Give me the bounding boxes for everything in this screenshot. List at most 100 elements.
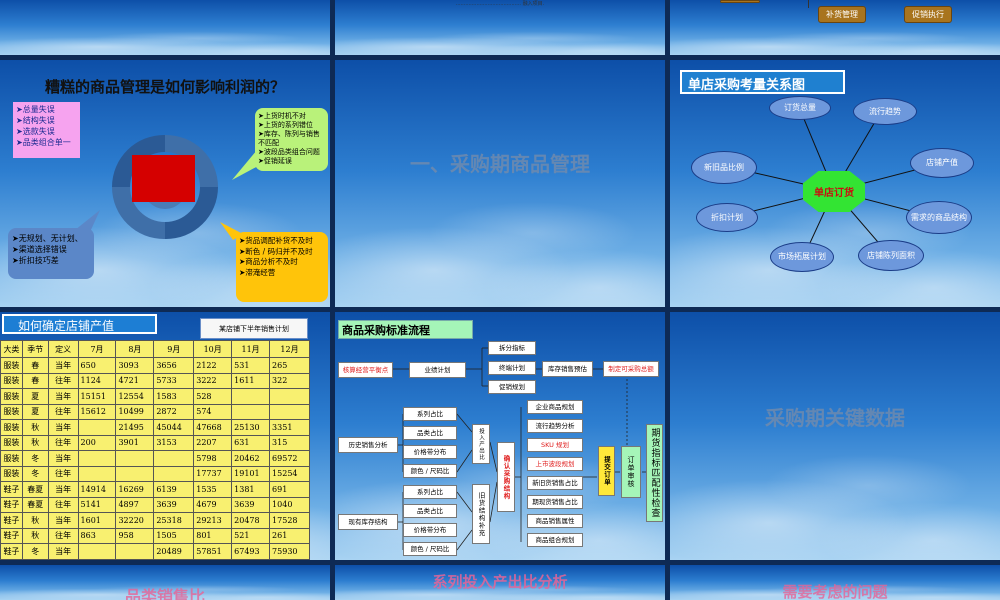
slide-thumbnail-5[interactable]: 一、采购期商品管理 — [335, 60, 665, 307]
table-caption: 某店铺下半年销售计划 — [200, 318, 308, 339]
table-cell: 3639 — [153, 496, 195, 513]
list-item: ➤选款失误 — [16, 127, 55, 136]
table-cell — [77, 419, 117, 436]
slide-thumbnail-3[interactable]: 补货管理 促销执行 — [670, 0, 1000, 55]
callout-pointer — [75, 210, 100, 232]
list-item: ➤库存、陈列与销售不匹配 — [258, 130, 320, 147]
table-cell: 1611 — [231, 372, 271, 389]
table-cell: 服装 — [0, 465, 23, 482]
slide-thumbnail-4[interactable]: 糟糕的商品管理是如何影响利润的？ ➤总量失误 ➤结构失误 ➤选款失误 ➤品类组合… — [0, 60, 330, 307]
table-cell: 25130 — [231, 419, 271, 436]
flow-box-performance-plan: 业绩计划 — [409, 362, 466, 378]
flow-box-category-share: 品类占比 — [403, 426, 457, 440]
table-cell: 1040 — [269, 496, 310, 513]
table-cell: 950 — [269, 558, 310, 560]
table-cell: 531 — [231, 357, 271, 374]
slide-thumbnail-11[interactable]: 系列投入产出比分析 — [335, 565, 665, 600]
table-cell: 45044 — [153, 419, 195, 436]
flow-box-old-goods: 旧货结构补充 — [472, 484, 490, 544]
col-header: 季节 — [21, 340, 49, 358]
slide-2-text: ........................................… — [455, 1, 545, 7]
table-cell — [231, 388, 271, 405]
table-cell: 往年 — [47, 527, 79, 544]
flow-box-inventory-forecast: 库存销售预估 — [542, 361, 593, 377]
flow-box-combo-plan: 商品组合规划 — [527, 533, 583, 547]
slide-thumbnail-9[interactable]: 采购期关键数据 — [670, 312, 1000, 560]
col-header: 7月 — [77, 340, 117, 358]
flow-box-color-size-2: 颜色 / 尺码比 — [403, 542, 457, 556]
slide-thumbnail-10[interactable]: 品类销售比 — [0, 565, 330, 600]
table-cell: 秋 — [21, 434, 49, 451]
table-cell: 冬 — [21, 543, 49, 560]
table-cell: 鞋子 — [0, 481, 23, 498]
table-cell: 往年 — [47, 403, 79, 420]
flow-box-series-share: 系列占比 — [403, 407, 457, 421]
flow-box-category-share-2: 品类占比 — [403, 504, 457, 518]
list-item: ➤品类组合单一 — [16, 138, 71, 147]
table-cell — [269, 403, 310, 420]
table-cell: 29213 — [193, 512, 233, 529]
table-cell: 650 — [77, 357, 117, 374]
table-cell: 当年 — [47, 357, 79, 374]
table-cell — [153, 450, 195, 467]
table-cell: 秋 — [21, 419, 49, 436]
node-store-output: 店铺产值 — [910, 148, 974, 178]
table-cell — [231, 403, 271, 420]
table-cell — [115, 450, 155, 467]
table-cell: 1381 — [231, 481, 271, 498]
slide-title: 单店采购考量关系图 — [680, 70, 845, 94]
flow-box-color-size: 颜色 / 尺码比 — [403, 464, 457, 478]
list-item: ➤断色 / 码归并不及时 — [239, 246, 313, 256]
table-cell — [77, 450, 117, 467]
col-header: 12月 — [269, 340, 310, 358]
slide-thumbnail-7[interactable]: 如何确定店铺产值 某店铺下半年销售计划 大类 季节 定义 7月 8月 9月 10… — [0, 312, 330, 560]
table-cell: 25318 — [153, 512, 195, 529]
slide-thumbnail-8[interactable]: 商品采购标准流程 核算经营平衡点 业绩 — [335, 312, 665, 560]
slide-thumbnail-1[interactable] — [0, 0, 330, 55]
table-cell: 3351 — [269, 419, 310, 436]
slide-thumbnail-2[interactable]: ........................................… — [335, 0, 665, 55]
flow-box-trend-analysis: 流行趋势分析 — [527, 419, 583, 433]
flow-box-price-band: 价格带分布 — [403, 445, 457, 459]
slide-thumbnail-6[interactable]: 单店采购考量关系图 订货总量 流行趋势 新旧品比例 店铺产值 折扣计划 需求的商… — [670, 60, 1000, 307]
table-cell: 服装 — [0, 419, 23, 436]
table-cell: 当年 — [47, 543, 79, 560]
table-cell: 往年 — [47, 372, 79, 389]
slide-title: 采购期关键数据 — [765, 406, 905, 430]
flow-connectors — [393, 347, 647, 551]
slide-thumbnail-12[interactable]: 需要考虑的问题 — [670, 565, 1000, 600]
promo-box: 促销执行 — [904, 6, 952, 23]
table-cell: 服装 — [0, 372, 23, 389]
flow-box-new-old-share: 新旧货销售占比 — [527, 476, 583, 490]
table-cell: 往年 — [47, 434, 79, 451]
flow-box-balance-point: 核算经营平衡点 — [338, 362, 393, 378]
list-item: ➤上货的系列错位 — [258, 121, 313, 129]
table-cell: 4679 — [193, 496, 233, 513]
table-cell: 15151 — [77, 388, 117, 405]
table-cell: 3093 — [115, 357, 155, 374]
table-cell: 528 — [193, 388, 233, 405]
slide-title: 品类销售比 — [124, 587, 205, 600]
table-cell: 服装 — [0, 450, 23, 467]
table-cell: 20462 — [231, 450, 271, 467]
table-cell: 47668 — [193, 419, 233, 436]
flow-box-series-share-2: 系列占比 — [403, 485, 457, 499]
replenish-box: 补货管理 — [818, 6, 866, 23]
table-cell: 574 — [193, 403, 233, 420]
flow-box-enterprise-plan: 企业商品规划 — [527, 400, 583, 414]
table-cell — [115, 543, 155, 560]
table-cell: 春 — [21, 357, 49, 374]
flow-box-purchase-total: 制定可采购总额 — [603, 361, 659, 377]
list-item: ➤上货时机不对 — [258, 112, 306, 120]
table-cell: 鞋子 — [0, 543, 23, 560]
table-cell: 691 — [269, 481, 310, 498]
table-cell — [77, 543, 117, 560]
table-cell — [153, 465, 195, 482]
table-cell: 1505 — [153, 527, 195, 544]
table-cell: 往年 — [47, 465, 79, 482]
flow-box-launch-wave: 上市波段规划 — [527, 457, 583, 471]
table-cell: 4721 — [115, 372, 155, 389]
